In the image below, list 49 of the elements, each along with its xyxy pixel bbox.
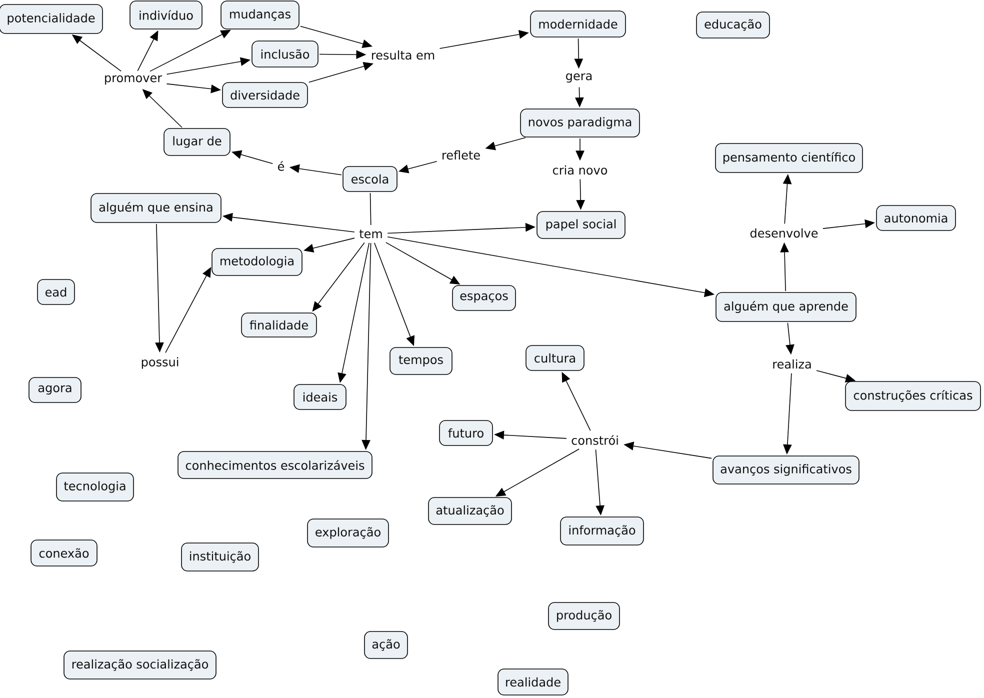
connector-line [370,192,372,226]
concept-box: futuro [439,420,493,446]
concept-box: instituição [181,542,259,572]
linking-phrase: reflete [442,150,480,160]
concept-box: realização socialização [64,650,216,680]
concept-box: cultura [526,345,584,371]
concept-box: ideais [294,384,346,410]
concept-box: mudanças [220,0,300,30]
concept-box: tecnologia [56,472,134,502]
concept-box: conhecimentos escolarizáveis [178,451,372,479]
linking-phrase: cria novo [552,165,608,175]
concept-box: escola [342,166,398,192]
concept-box: produção [548,602,620,630]
concept-box: alguém que ensina [90,193,222,223]
concept-box: lugar de [164,128,230,156]
concept-box: finalidade [241,312,317,338]
linking-phrase: constrói [572,435,618,445]
linking-phrase: desenvolve [750,228,818,238]
concept-box: potencialidade [0,4,103,34]
concept-box: autonomia [876,205,956,231]
concept-box: inclusão [252,40,318,68]
concept-box: modernidade [530,10,626,38]
linking-phrase: resulta em [372,50,434,60]
concept-box: exploração [307,518,389,548]
concept-box: pensamento científico [715,143,863,173]
concept-box: agora [28,377,82,403]
concept-box: construções críticas [845,381,981,411]
concept-box: alguém que aprende [716,292,856,322]
concept-box: diversidade [222,82,308,108]
concept-box: atualização [428,497,512,525]
concept-box: indivíduo [130,0,202,30]
concept-box: conexão [30,540,98,566]
concept-box: realidade [498,668,568,696]
concept-box: informação [560,516,644,546]
concept-box: metodologia [212,248,302,276]
linking-phrase: possui [142,357,178,369]
concept-box: tempos [390,347,452,375]
linking-phrase: realiza [773,359,811,369]
concept-box: ação [364,631,408,659]
concept-box: espaços [452,285,516,311]
concept-box: ead [37,279,75,305]
concept-box: papel social [536,211,626,239]
linking-phrase: gera [566,73,592,83]
concept-box: avanços significativos [712,456,860,484]
linking-phrase: promover [105,75,162,85]
linking-phrase: é [278,161,284,171]
concept-box: educação [696,12,770,38]
concept-box: novos paradigma [520,108,640,138]
linking-phrase: tem [359,230,382,238]
